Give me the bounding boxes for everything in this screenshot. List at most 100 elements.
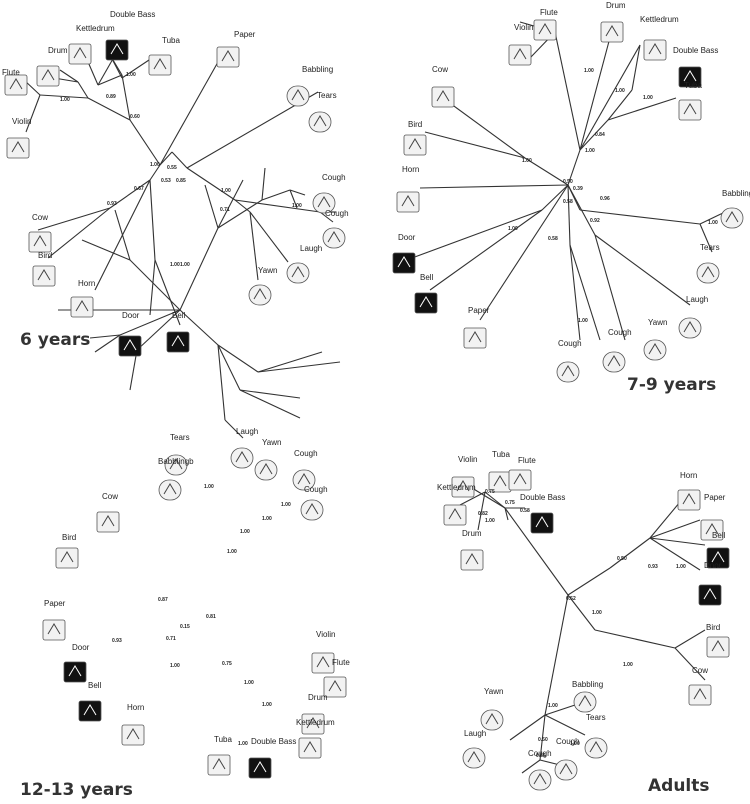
paper-icon xyxy=(463,327,487,349)
branch-support-value: 0.58 xyxy=(548,236,558,242)
tree-branch xyxy=(319,211,334,223)
leaf-label-door: Door xyxy=(72,643,90,652)
tree-branch xyxy=(594,234,691,306)
leaf-label-cow: Cow xyxy=(432,65,448,74)
kettledrum-icon xyxy=(643,39,667,61)
bell-icon xyxy=(706,547,730,569)
branch-support-value: 0.93 xyxy=(112,638,122,644)
tree-branch xyxy=(77,81,89,99)
branch-support-value: 1.00 xyxy=(584,68,594,74)
leaf-label-cough: Cough xyxy=(325,209,349,218)
branch-support-value: 0.82 xyxy=(478,511,488,517)
branch-support-value: 0.93 xyxy=(107,201,117,207)
leaf-label-tears: Tears xyxy=(317,91,337,100)
leaf-label-double-bass: Double Bass xyxy=(110,10,155,19)
leaf-label-cough: Cough xyxy=(294,449,318,458)
branch-support-value: 1.00 xyxy=(204,484,214,490)
branch-support-value: 1.00 xyxy=(615,88,625,94)
leaf-label-tuba: Tuba xyxy=(492,450,510,459)
tree-branch xyxy=(239,389,301,399)
branch-support-value: 1.00 xyxy=(170,262,180,268)
leaf-label-bird: Bird xyxy=(38,251,52,260)
tree-branch xyxy=(567,567,611,596)
branch-support-value: 0.96 xyxy=(600,196,610,202)
branch-support-value: 0.50 xyxy=(617,556,627,562)
tree-branch xyxy=(257,351,323,373)
tears-icon xyxy=(308,111,332,133)
leaf-label-bell: Bell xyxy=(420,273,434,282)
leaf-label-bird: Bird xyxy=(62,533,76,542)
branch-support-value: 1.00 xyxy=(240,529,250,535)
cough-icon xyxy=(602,351,626,373)
leaf-label-tuba: Tuba xyxy=(214,735,232,744)
leaf-label-cough: Cough xyxy=(304,485,328,494)
cow-icon xyxy=(688,684,712,706)
tree-branch xyxy=(179,227,219,311)
tree-branch xyxy=(234,199,251,213)
tree-branch xyxy=(119,309,181,336)
tree-branch xyxy=(186,167,236,201)
leaf-label-tears: Tears xyxy=(170,433,190,442)
tree-branch xyxy=(121,74,131,121)
leaf-label-laugh: Laugh xyxy=(300,244,322,253)
branch-support-value: 0.75 xyxy=(485,489,495,495)
drum-icon xyxy=(600,21,624,43)
laugh-icon xyxy=(230,447,254,469)
leaf-label-cough: Cough xyxy=(322,173,346,182)
cough-icon xyxy=(322,227,346,249)
branch-support-value: 0.86 xyxy=(536,753,546,759)
tree-branch xyxy=(94,334,121,353)
tree-branch xyxy=(37,207,111,231)
branch-support-value: 1.00 xyxy=(623,662,633,668)
tree-branch xyxy=(159,151,173,166)
leaf-label-horn: Horn xyxy=(402,165,419,174)
leaf-label-bird: Bird xyxy=(408,120,422,129)
tree-branch xyxy=(39,94,89,99)
tree-branch xyxy=(631,44,641,91)
tree-branch xyxy=(217,179,244,229)
tears-icon xyxy=(696,262,720,284)
tree-branch xyxy=(87,97,131,121)
branch-support-value: 0.39 xyxy=(573,186,583,192)
leaf-label-yawn: Yawn xyxy=(258,266,277,275)
leaf-label-flute: Flute xyxy=(2,68,20,77)
leaf-label-babblingb: Babblingb xyxy=(158,457,194,466)
cow-icon xyxy=(96,511,120,533)
tree-branch xyxy=(567,184,596,236)
flute-icon xyxy=(533,19,557,41)
babbling-icon xyxy=(286,85,310,107)
door-icon xyxy=(698,584,722,606)
leaf-label-cough: Cough xyxy=(558,339,582,348)
leaf-label-cow: Cow xyxy=(692,666,708,675)
flute-icon xyxy=(508,469,532,491)
cough-icon xyxy=(528,769,552,791)
leaf-label-babbling: Babbling xyxy=(302,65,333,74)
branch-support-value: 1.00 xyxy=(708,220,718,226)
leaf-label-paper: Paper xyxy=(44,599,66,608)
cough-icon xyxy=(300,499,324,521)
branch-support-value: 1.00 xyxy=(262,702,272,708)
panel-title-6-years: 6 years xyxy=(20,330,91,350)
yawn-icon xyxy=(643,339,667,361)
tree-branch xyxy=(217,199,263,229)
leaf-label-violin: Violin xyxy=(458,455,477,464)
cough-icon xyxy=(554,759,578,781)
tree-branch xyxy=(674,629,706,649)
leaf-label-drum: Drum xyxy=(606,1,626,10)
branch-support-value: 0.50 xyxy=(563,179,573,185)
tree-branch xyxy=(59,69,79,83)
branch-support-value: 0.93 xyxy=(648,564,658,570)
tree-branch xyxy=(569,244,601,341)
tree-branch xyxy=(541,184,569,211)
branch-support-value: 0.85 xyxy=(176,178,186,184)
bird-icon xyxy=(32,265,56,287)
branch-support-value: 0.15 xyxy=(180,624,190,630)
leaf-label-tuba: Tuba xyxy=(684,81,702,90)
tree-branch xyxy=(149,259,156,316)
horn-icon xyxy=(677,489,701,511)
branch-support-value: 1.00 xyxy=(522,158,532,164)
tree-branch xyxy=(521,759,541,774)
tree-branch xyxy=(579,44,641,151)
branch-support-value: 0.71 xyxy=(220,207,230,213)
